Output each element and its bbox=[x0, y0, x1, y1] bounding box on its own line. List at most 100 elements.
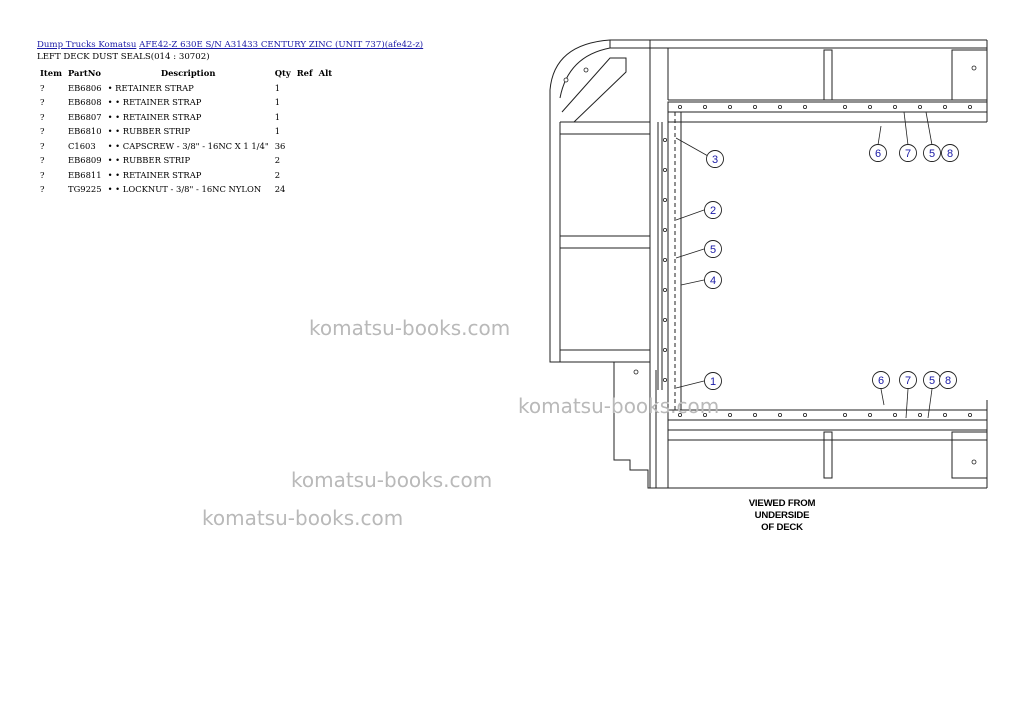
callout-label: 6 bbox=[878, 375, 884, 387]
cell-partno: EB6811 bbox=[67, 169, 102, 180]
cell-ref bbox=[295, 153, 317, 168]
cell-qty: 1 bbox=[274, 111, 281, 122]
cell-ref bbox=[295, 139, 317, 154]
cell-alt bbox=[317, 81, 337, 96]
cell-alt bbox=[317, 182, 337, 197]
cell-description: • • CAPSCREW - 3/8" - 16NC X 1 1/4" bbox=[107, 140, 269, 151]
cell-ref bbox=[295, 124, 317, 139]
cell-description: • • LOCKNUT - 3/8" - 16NC NYLON bbox=[107, 184, 262, 195]
cell-description: • • RETAINER STRAP bbox=[107, 111, 202, 122]
header-item: Item bbox=[40, 68, 62, 79]
breadcrumb-link-category[interactable]: Dump Trucks Komatsu bbox=[37, 40, 137, 50]
cell-alt bbox=[317, 168, 337, 183]
cell-qty: 36 bbox=[274, 140, 286, 151]
cell-item: ? bbox=[40, 169, 45, 180]
callout-circle-4 bbox=[704, 271, 722, 289]
cell-alt bbox=[317, 95, 337, 110]
cell-description: • • RUBBER STRIP bbox=[107, 126, 191, 137]
callout-circle-5 bbox=[704, 240, 722, 258]
callout-label: 1 bbox=[710, 376, 716, 388]
header-ref: Ref bbox=[296, 68, 313, 79]
cell-description: • • RETAINER STRAP bbox=[107, 97, 202, 108]
callout-circle-8 bbox=[941, 144, 959, 162]
cell-item: ? bbox=[40, 155, 45, 166]
lower-frame bbox=[613, 362, 987, 489]
table-row: ? EB6808 • • RETAINER STRAP 1 bbox=[38, 95, 336, 110]
callout-circle-1 bbox=[704, 372, 722, 390]
header-partno: PartNo bbox=[67, 68, 102, 79]
callout-label: 7 bbox=[905, 375, 911, 387]
bolt-heads bbox=[563, 65, 977, 465]
parts-table-body: ? EB6806 • RETAINER STRAP 1 ? EB6808 • •… bbox=[38, 81, 336, 197]
callout-label: 6 bbox=[875, 148, 881, 160]
watermark: komatsu-books.com bbox=[291, 468, 493, 492]
callout-circles bbox=[704, 144, 959, 390]
callout-circle-3 bbox=[706, 150, 724, 168]
callout-label: 7 bbox=[905, 148, 911, 160]
breadcrumb: Dump Trucks Komatsu AFE42-Z 630E S/N A31… bbox=[37, 40, 423, 50]
cell-partno: EB6808 bbox=[67, 97, 102, 108]
table-header-row: Item PartNo Description Qty Ref Alt bbox=[38, 66, 336, 81]
watermark: komatsu-books.com bbox=[309, 316, 511, 340]
table-row: ? EB6807 • • RETAINER STRAP 1 bbox=[38, 110, 336, 125]
watermark: komatsu-books.com bbox=[202, 506, 404, 530]
cell-partno: EB6806 bbox=[67, 82, 102, 93]
callout-label: 2 bbox=[710, 205, 716, 217]
diagram-caption: VIEWED FROM UNDERSIDE OF DECK bbox=[728, 498, 836, 534]
caption-line: VIEWED FROM bbox=[748, 498, 816, 509]
cell-ref bbox=[295, 182, 317, 197]
deck-diagram: 3 2 5 4 1 6 7 5 8 6 7 5 8 bbox=[549, 39, 988, 489]
table-row: ? EB6810 • • RUBBER STRIP 1 bbox=[38, 124, 336, 139]
caption-line: UNDERSIDE bbox=[754, 510, 810, 521]
cell-description: • • RETAINER STRAP bbox=[107, 169, 202, 180]
cell-alt bbox=[317, 124, 337, 139]
callout-circle-7 bbox=[899, 144, 917, 162]
callout-label: 5 bbox=[710, 244, 716, 256]
header-alt: Alt bbox=[318, 68, 333, 79]
page-title: LEFT DECK DUST SEALS(014 : 30702) bbox=[37, 52, 210, 62]
corner-frame bbox=[549, 39, 611, 363]
corner-gusset bbox=[560, 57, 627, 123]
callout-label: 8 bbox=[945, 375, 951, 387]
cell-ref bbox=[295, 95, 317, 110]
cell-qty: 1 bbox=[274, 126, 281, 137]
cell-ref bbox=[295, 110, 317, 125]
cell-ref bbox=[295, 168, 317, 183]
watermark: komatsu-books.com bbox=[518, 394, 720, 418]
cell-description: • RETAINER STRAP bbox=[107, 82, 194, 93]
callout-circle-6 bbox=[869, 144, 887, 162]
cell-qty: 1 bbox=[274, 82, 281, 93]
cell-description: • • RUBBER STRIP bbox=[107, 155, 191, 166]
callout-circle-2 bbox=[704, 201, 722, 219]
cell-item: ? bbox=[40, 111, 45, 122]
table-row: ? EB6806 • RETAINER STRAP 1 bbox=[38, 81, 336, 96]
cell-partno: TG9225 bbox=[67, 184, 102, 195]
cell-alt bbox=[317, 110, 337, 125]
breadcrumb-link-model[interactable]: AFE42-Z 630E S/N A31433 CENTURY ZINC (UN… bbox=[139, 40, 424, 50]
cell-partno: C1603 bbox=[67, 140, 96, 151]
leader-lines bbox=[675, 111, 933, 419]
cell-partno: EB6810 bbox=[67, 126, 102, 137]
cell-ref bbox=[295, 81, 317, 96]
callout-label: 5 bbox=[929, 148, 935, 160]
table-row: ? EB6811 • • RETAINER STRAP 2 bbox=[38, 168, 336, 183]
callout-circle-5 bbox=[923, 144, 941, 162]
cell-item: ? bbox=[40, 97, 45, 108]
callout-label: 3 bbox=[712, 154, 718, 166]
callout-labels: 3 2 5 4 1 6 7 5 8 6 7 5 8 bbox=[710, 148, 953, 388]
cell-item: ? bbox=[40, 82, 45, 93]
cell-alt bbox=[317, 153, 337, 168]
caption-line: OF DECK bbox=[761, 522, 803, 533]
cell-alt bbox=[317, 139, 337, 154]
callout-circle-7 bbox=[899, 371, 917, 389]
cell-item: ? bbox=[40, 184, 45, 195]
cell-item: ? bbox=[40, 126, 45, 137]
table-row: ? EB6809 • • RUBBER STRIP 2 bbox=[38, 153, 336, 168]
table-row: ? TG9225 • • LOCKNUT - 3/8" - 16NC NYLON… bbox=[38, 182, 336, 197]
corner-inner-curve bbox=[559, 40, 611, 99]
cell-qty: 24 bbox=[274, 184, 286, 195]
callout-circle-6 bbox=[872, 371, 890, 389]
cell-qty: 2 bbox=[274, 169, 281, 180]
callout-label: 5 bbox=[929, 375, 935, 387]
callout-circle-8 bbox=[939, 371, 957, 389]
